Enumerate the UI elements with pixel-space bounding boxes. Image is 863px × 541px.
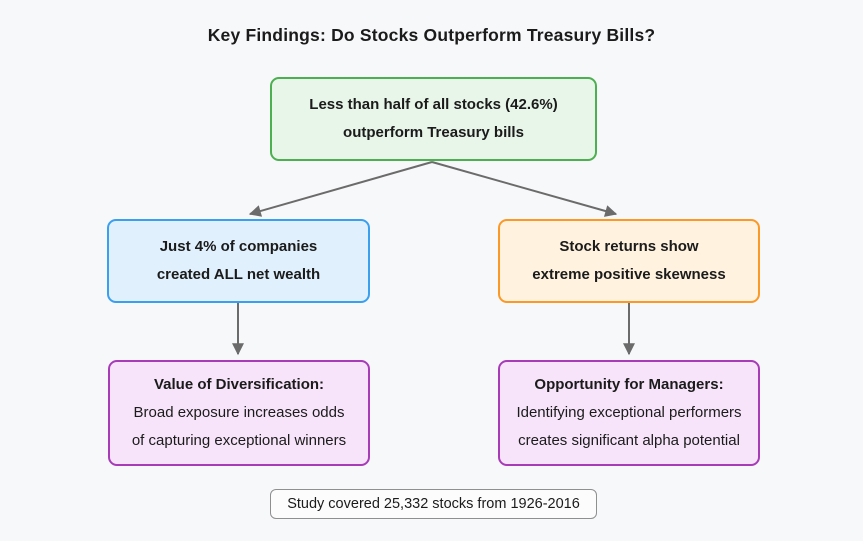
node-heading: Value of Diversification: <box>153 376 325 393</box>
node-heading: Opportunity for Managers: <box>534 376 724 393</box>
footnote-text: Study covered 25,332 stocks from 1926-20… <box>287 496 580 512</box>
node-text-line: Stock returns show <box>559 238 699 255</box>
node-positive-skewness: Stock returns show extreme positive skew… <box>498 219 760 303</box>
arrow-finding-to-skewness <box>431 161 618 217</box>
node-opportunity-for-managers: Opportunity for Managers: Identifying ex… <box>498 360 760 466</box>
node-wealth-concentration: Just 4% of companies created ALL net wea… <box>107 219 370 303</box>
node-text-line: Identifying exceptional performers <box>516 404 742 421</box>
node-text-line: created ALL net wealth <box>156 266 321 283</box>
node-text-line: of capturing exceptional winners <box>131 432 347 449</box>
node-key-finding: Less than half of all stocks (42.6%) out… <box>270 77 597 161</box>
arrow-finding-to-concentration <box>248 161 433 217</box>
node-text-line: outperform Treasury bills <box>343 124 524 141</box>
node-value-of-diversification: Value of Diversification: Broad exposure… <box>108 360 370 466</box>
node-text-line: Just 4% of companies <box>159 238 318 255</box>
node-study-footnote: Study covered 25,332 stocks from 1926-20… <box>270 489 597 519</box>
node-text-line: Less than half of all stocks (42.6%) <box>309 96 558 113</box>
node-text-line: extreme positive skewness <box>532 266 726 283</box>
page-title: Key Findings: Do Stocks Outperform Treas… <box>207 25 656 45</box>
node-text-line: Broad exposure increases odds <box>133 404 345 421</box>
node-text-line: creates significant alpha potential <box>518 432 740 449</box>
